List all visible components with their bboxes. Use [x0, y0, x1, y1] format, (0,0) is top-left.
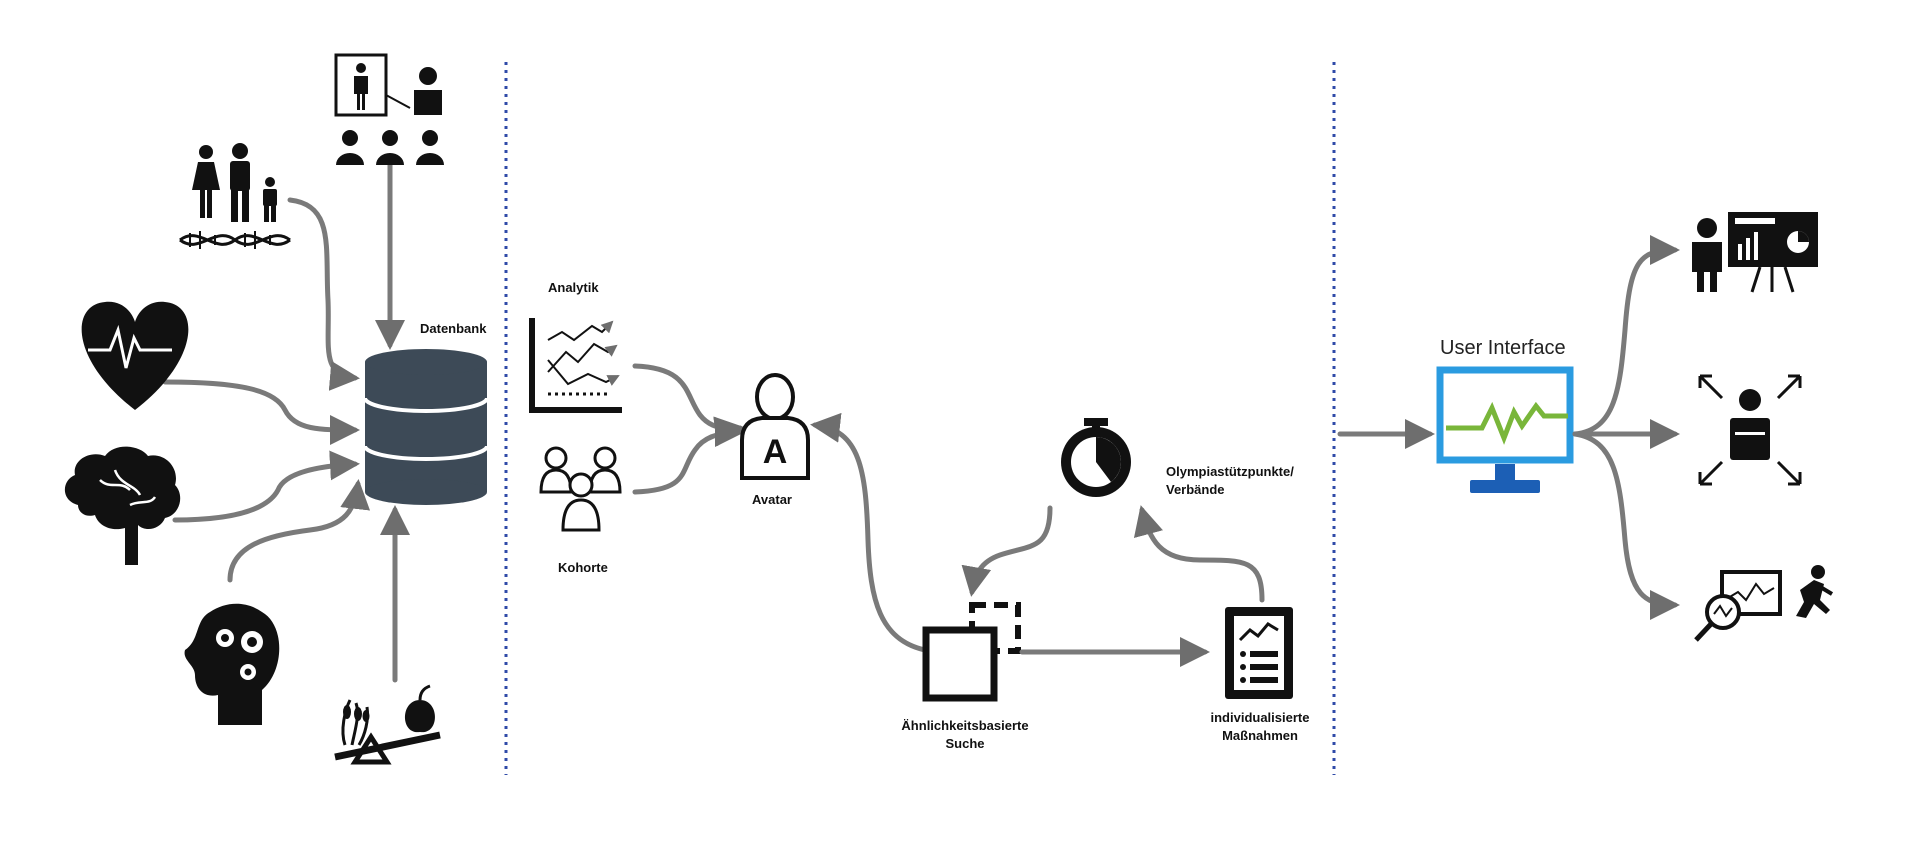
user-interface-label: User Interface [1440, 337, 1566, 359]
database-icon [363, 349, 489, 505]
database-label: Datenbank [420, 321, 487, 336]
presentation-audience-icon [334, 53, 444, 165]
heart-pulse-icon [81, 301, 189, 410]
output-arrows [1572, 235, 1680, 620]
analytics-label: Analytik [548, 280, 599, 295]
family-dna-icon [179, 143, 291, 249]
measures-label-line2: Maßnahmen [1222, 728, 1298, 743]
analysis-runner-icon [1694, 565, 1834, 642]
similarity-to-avatar-arrow [810, 412, 928, 653]
brain-icon [64, 446, 181, 565]
similarity-label-line2: Suche [945, 736, 984, 751]
similarity-label-line1: Ähnlichkeitsbasierte [901, 718, 1028, 733]
avatar-input-arrows [632, 363, 745, 495]
presenter-board-icon [1692, 212, 1818, 293]
nutrition-balance-icon [334, 684, 441, 765]
head-gears-icon [184, 603, 280, 725]
stopwatch-to-similarity-arrow [961, 505, 1053, 597]
olympia-label-line1: Olympiastützpunkte/ [1166, 464, 1294, 479]
similarity-search-icon [922, 602, 1021, 702]
stopwatch-icon [1061, 418, 1131, 497]
cohort-group-icon [539, 446, 622, 532]
cohort-label: Kohorte [558, 560, 608, 575]
measures-report-icon [1225, 607, 1293, 699]
monitor-icon [1436, 366, 1574, 493]
athlete-expand-icon [1698, 374, 1802, 486]
olympia-label-line2: Verbände [1166, 482, 1225, 497]
input-arrows [162, 162, 410, 683]
measures-label-line1: individualisierte [1211, 710, 1310, 725]
avatar-letter: A [763, 433, 788, 471]
measures-to-stopwatch-arrow [1133, 505, 1265, 603]
avatar-icon: A [740, 373, 810, 480]
analytics-chart-icon [529, 318, 622, 413]
avatar-label: Avatar [752, 492, 792, 507]
